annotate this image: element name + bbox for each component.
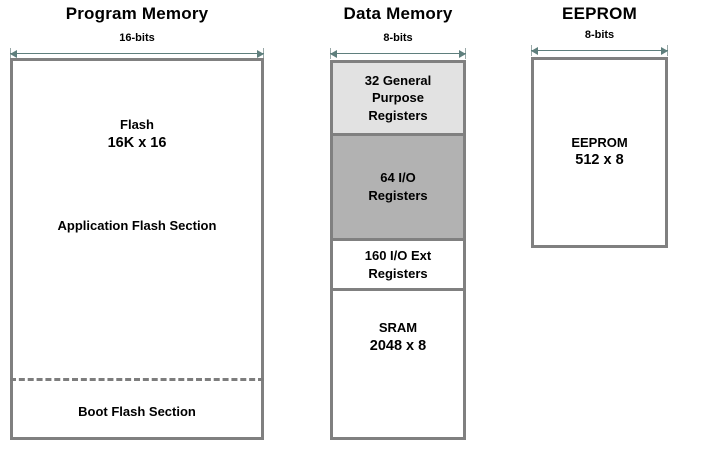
program-memory-title: Program Memory bbox=[65, 4, 209, 23]
general-purpose-registers-segment[interactable]: 32 General Purpose Registers bbox=[330, 60, 466, 136]
dimension-line bbox=[330, 53, 466, 54]
program-memory-width-label: 16-bits bbox=[119, 32, 155, 44]
application-flash-section-label: Application Flash Section bbox=[57, 218, 217, 233]
eeprom-width-dimension: 8-bits bbox=[531, 29, 668, 57]
arrow-right-icon bbox=[661, 47, 668, 55]
arrow-left-icon bbox=[10, 50, 17, 58]
io-registers-segment[interactable]: 64 I/O Registers bbox=[330, 133, 466, 241]
sram-segment[interactable]: SRAM 2048 x 8 bbox=[330, 288, 466, 440]
eeprom-box[interactable]: EEPROM 512 x 8 bbox=[531, 57, 668, 248]
arrow-left-icon bbox=[330, 50, 337, 58]
dimension-line bbox=[10, 53, 264, 54]
data-memory-title: Data Memory bbox=[343, 4, 453, 23]
boot-flash-section-label: Boot Flash Section bbox=[78, 404, 196, 419]
eeprom-width-label: 8-bits bbox=[584, 29, 615, 41]
io-ext-registers-segment[interactable]: 160 I/O Ext Registers bbox=[330, 238, 466, 291]
program-memory-box[interactable]: Flash 16K x 16 Application Flash Section… bbox=[10, 58, 264, 440]
arrow-right-icon bbox=[459, 50, 466, 58]
flash-label: Flash 16K x 16 bbox=[107, 117, 167, 151]
data-memory-width-dimension: 8-bits bbox=[330, 32, 466, 60]
program-memory-width-dimension: 16-bits bbox=[10, 32, 264, 60]
data-memory-width-label: 8-bits bbox=[383, 32, 413, 44]
arrow-right-icon bbox=[257, 50, 264, 58]
arrow-left-icon bbox=[531, 47, 538, 55]
boot-flash-divider bbox=[10, 378, 264, 381]
eeprom-title: EEPROM bbox=[562, 4, 637, 23]
dimension-line bbox=[531, 50, 668, 51]
